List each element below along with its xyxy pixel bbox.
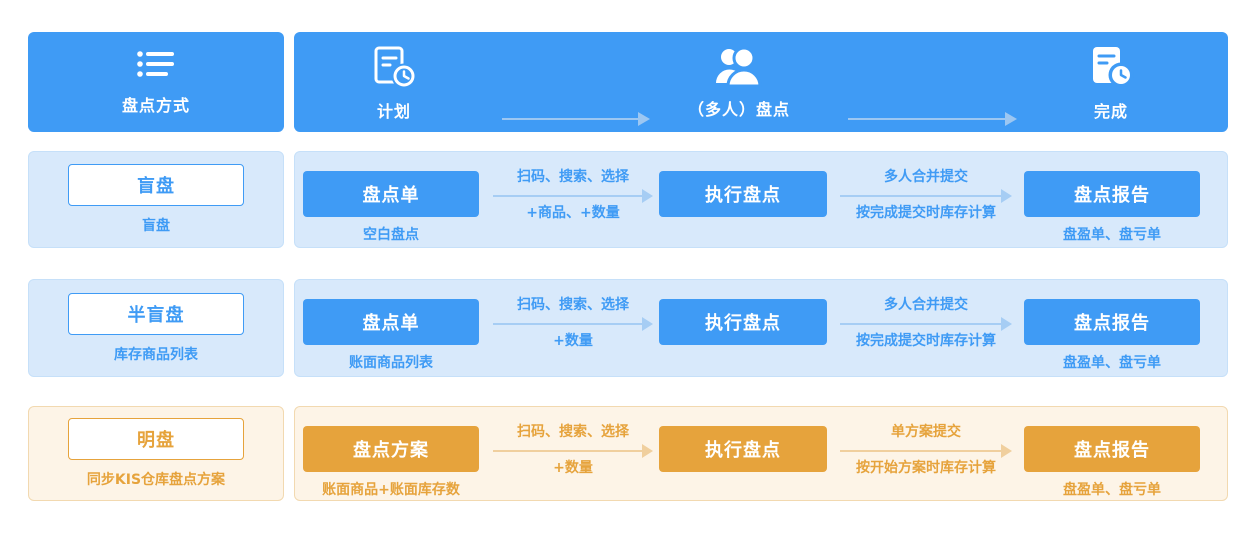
row-semiblind-method-box: 半盲盘 库存商品列表 [28, 279, 284, 377]
flow-arrow-submit: 单方案提交 按开始方案时库存计算 [840, 424, 1012, 477]
count-report-sublabel: 盘盈单、盘亏单 [1063, 355, 1161, 371]
header-method-box: 盘点方式 [28, 32, 284, 132]
header-step-finish: 完成 [1088, 45, 1134, 122]
execute-count-button: 执行盘点 [659, 299, 827, 345]
stage-count-sheet: 盘点单 空白盘点 [303, 171, 479, 244]
arrow-top-text: 单方案提交 [891, 424, 961, 440]
arrow-bottom-text: +数量 [553, 332, 593, 349]
header-step-count-label: （多人）盘点 [687, 100, 791, 119]
arrow-bottom-text: 按完成提交时库存计算 [856, 332, 996, 349]
count-report-sublabel: 盘盈单、盘亏单 [1063, 482, 1161, 498]
flow-arrow-submit: 多人合并提交 按完成提交时库存计算 [840, 297, 1012, 350]
header-step-plan-label: 计划 [376, 102, 411, 121]
count-sheet-button: 盘点单 [303, 299, 479, 345]
finish-doc-clock-icon [1088, 45, 1134, 93]
stage-execute-count: 执行盘点 [659, 299, 827, 345]
row-semiblind-flow-box: 盘点单 账面商品列表 扫码、搜索、选择 +数量 执行盘点 多人合并提交 按完成提… [294, 279, 1228, 377]
count-report-button: 盘点报告 [1024, 426, 1200, 472]
row-blind-flow-box: 盘点单 空白盘点 扫码、搜索、选择 +商品、+数量 执行盘点 多人合并提交 按完… [294, 151, 1228, 248]
method-subtitle-semiblind: 库存商品列表 [114, 346, 198, 363]
flow-arrow-scan: 扫码、搜索、选择 +商品、+数量 [493, 169, 653, 222]
stage-count-plan: 盘点方案 账面商品+账面库存数 [303, 426, 479, 499]
arrow-bottom-text: +商品、+数量 [526, 204, 620, 221]
arrow-bottom-text: 按完成提交时库存计算 [856, 204, 996, 221]
header-step-plan: 计划 [371, 45, 417, 122]
arrow-bottom-text: 按开始方案时库存计算 [856, 459, 996, 476]
execute-count-button: 执行盘点 [659, 426, 827, 472]
count-sheet-sublabel: 账面商品列表 [349, 355, 433, 371]
stage-count-report: 盘点报告 盘盈单、盘亏单 [1024, 171, 1200, 244]
row-open-flow-box: 盘点方案 账面商品+账面库存数 扫码、搜索、选择 +数量 执行盘点 单方案提交 … [294, 406, 1228, 501]
stage-execute-count: 执行盘点 [659, 171, 827, 217]
flow-arrow-submit: 多人合并提交 按完成提交时库存计算 [840, 169, 1012, 222]
header-method-label: 盘点方式 [121, 95, 190, 115]
method-button-open: 明盘 [68, 418, 244, 460]
flow-arrow-scan: 扫码、搜索、选择 +数量 [493, 297, 653, 350]
header-arrow-2 [848, 112, 1017, 126]
method-subtitle-blind: 盲盘 [142, 218, 170, 234]
row-blind-method-box: 盲盘 盲盘 [28, 151, 284, 248]
flow-arrow-scan: 扫码、搜索、选择 +数量 [493, 424, 653, 477]
stage-execute-count: 执行盘点 [659, 426, 827, 472]
plan-doc-clock-icon [371, 45, 417, 93]
arrow-top-text: 多人合并提交 [884, 297, 968, 313]
arrow-bottom-text: +数量 [553, 459, 593, 476]
list-icon [136, 49, 176, 83]
count-report-sublabel: 盘盈单、盘亏单 [1063, 227, 1161, 243]
count-report-button: 盘点报告 [1024, 171, 1200, 217]
arrow-top-text: 扫码、搜索、选择 [517, 297, 629, 313]
header-step-count: （多人）盘点 [688, 45, 790, 120]
stage-count-sheet: 盘点单 账面商品列表 [303, 299, 479, 372]
arrow-top-text: 扫码、搜索、选择 [517, 424, 629, 440]
stage-count-report: 盘点报告 盘盈单、盘亏单 [1024, 426, 1200, 499]
header-arrow-1 [502, 112, 650, 126]
count-sheet-button: 盘点单 [303, 171, 479, 217]
method-button-blind: 盲盘 [68, 164, 244, 206]
row-open-method-box: 明盘 同步KIS仓库盘点方案 [28, 406, 284, 501]
arrow-top-text: 多人合并提交 [884, 169, 968, 185]
arrow-top-text: 扫码、搜索、选择 [517, 169, 629, 185]
method-button-semiblind: 半盲盘 [68, 292, 244, 335]
header-step-finish-label: 完成 [1093, 102, 1128, 121]
multi-user-icon [715, 45, 763, 91]
stage-count-report: 盘点报告 盘盈单、盘亏单 [1024, 299, 1200, 372]
count-plan-button: 盘点方案 [303, 426, 479, 472]
count-report-button: 盘点报告 [1024, 299, 1200, 345]
count-plan-sublabel: 账面商品+账面库存数 [322, 482, 460, 498]
count-sheet-sublabel: 空白盘点 [363, 227, 419, 243]
method-subtitle-open: 同步KIS仓库盘点方案 [86, 472, 226, 488]
header-flow-box: 计划 （多人）盘点 [294, 32, 1228, 132]
execute-count-button: 执行盘点 [659, 171, 827, 217]
